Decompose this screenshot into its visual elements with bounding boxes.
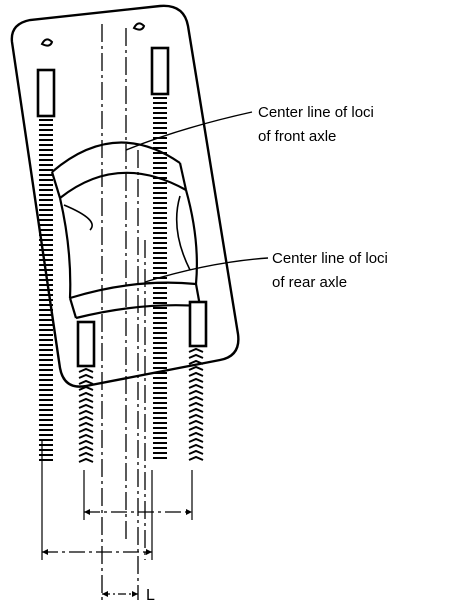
front-axle-label-line-1: Center line of loci xyxy=(258,104,374,121)
front-right-wheel xyxy=(150,46,170,96)
rear-axle-label-line-2: of rear axle xyxy=(272,274,347,291)
front-left-wheel xyxy=(36,68,56,118)
rear-left-track xyxy=(78,367,94,463)
rear-axle-label-line-1: Center line of loci xyxy=(272,250,388,267)
rear-right-track xyxy=(188,347,204,461)
leader-front xyxy=(125,111,253,151)
vehicle-body xyxy=(10,4,240,388)
track-extension-lines xyxy=(41,440,193,560)
front-axle-label-line-2: of front axle xyxy=(258,128,336,145)
front-left-track xyxy=(39,119,53,461)
center-lines xyxy=(101,24,146,600)
dimension-l-label: L xyxy=(146,587,155,604)
front-axle-band xyxy=(50,141,188,199)
mirror-marks xyxy=(40,22,146,47)
rear-axle-band xyxy=(68,281,202,320)
dimension-l xyxy=(102,591,138,597)
dimension-lower xyxy=(42,549,152,555)
rear-left-wheel xyxy=(76,320,96,368)
dimension-upper xyxy=(84,509,192,515)
tire-tracks xyxy=(39,97,204,463)
chassis-struts xyxy=(58,189,198,299)
rear-right-wheel xyxy=(188,300,208,348)
leader-rear xyxy=(144,257,269,283)
